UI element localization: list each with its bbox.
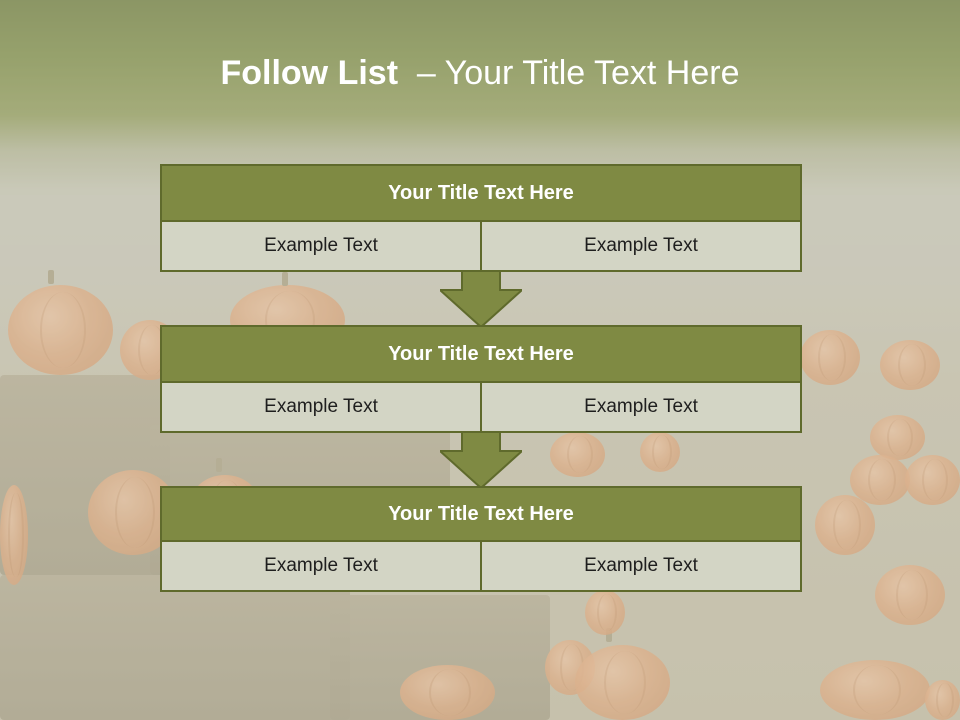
pumpkin-stem [216, 458, 222, 472]
pumpkin [400, 665, 495, 720]
pumpkin [8, 285, 113, 375]
down-arrow-icon [440, 270, 522, 328]
pumpkin [880, 340, 940, 390]
list-block-2: Your Title Text Here Example Text Exampl… [160, 325, 802, 433]
pumpkin [820, 660, 930, 720]
slide-title-rest: – Your Title Text Here [398, 54, 740, 92]
block-cell-right[interactable]: Example Text [480, 222, 800, 270]
slide-title-bold: Follow List [220, 54, 399, 92]
block-title[interactable]: Your Title Text Here [160, 486, 802, 542]
pumpkin [550, 432, 605, 477]
pumpkin [875, 565, 945, 625]
block-row: Example Text Example Text [160, 542, 802, 592]
pumpkin [905, 455, 960, 505]
block-cell-left[interactable]: Example Text [264, 555, 378, 576]
block-cell-right[interactable]: Example Text [480, 542, 800, 590]
pumpkin-stem [606, 628, 612, 642]
slide-title: Follow List – Your Title Text Here [0, 54, 960, 93]
pumpkin [800, 330, 860, 385]
block-row: Example Text Example Text [160, 222, 802, 272]
pumpkin [0, 485, 28, 585]
pumpkin [585, 590, 625, 635]
block-cell-left[interactable]: Example Text [264, 235, 378, 256]
block-title[interactable]: Your Title Text Here [160, 164, 802, 222]
block-title[interactable]: Your Title Text Here [160, 325, 802, 383]
down-arrow-icon [440, 431, 522, 489]
pumpkin [815, 495, 875, 555]
list-block-1: Your Title Text Here Example Text Exampl… [160, 164, 802, 272]
pumpkin [870, 415, 925, 460]
pumpkin-stem [282, 272, 288, 286]
pumpkin [575, 645, 670, 720]
block-cell-right[interactable]: Example Text [480, 383, 800, 431]
list-block-3: Your Title Text Here Example Text Exampl… [160, 486, 802, 592]
hay-bale [0, 575, 350, 720]
pumpkin [925, 680, 960, 720]
block-cell-left[interactable]: Example Text [264, 396, 378, 417]
pumpkin [850, 455, 910, 505]
pumpkin [640, 432, 680, 472]
block-row: Example Text Example Text [160, 383, 802, 433]
pumpkin-stem [48, 270, 54, 284]
